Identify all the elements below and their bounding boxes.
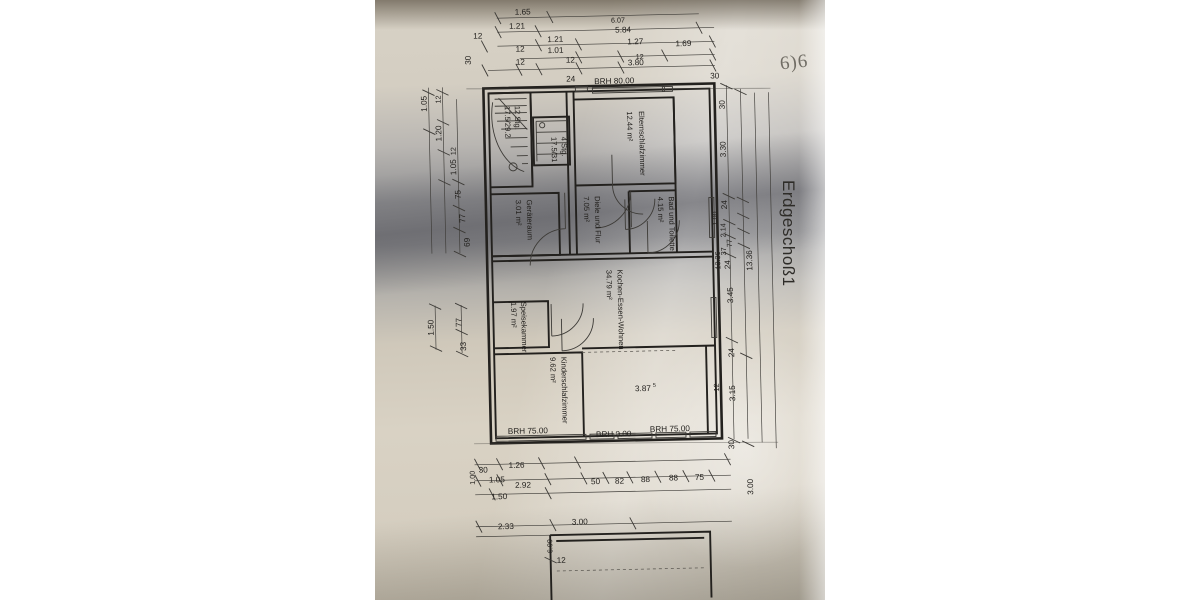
room-area-kinderschlafzimmer: 9.62 m² — [548, 357, 558, 383]
plan-title: Erdgeschoß1 — [779, 180, 798, 287]
stair-label-12-stg: 12 Stg. — [513, 106, 523, 130]
interior-note-superscript: 5 — [653, 383, 656, 389]
stair-label-4-stg: 4 Stg. — [559, 137, 568, 157]
room-area-kochen-essen-wohnen: 34.79 m² — [604, 270, 614, 301]
dim-top-1-27: 1.27 — [627, 37, 644, 46]
stair-spec-4-stg: 17.5/31 — [549, 137, 559, 163]
dim-right-3-00: 3.00 — [746, 478, 755, 495]
room-label-diele-und-flur: Diele und Flur — [593, 196, 603, 244]
dim-top-12a: 12 — [473, 31, 483, 40]
dim-top-12b: 12 — [515, 45, 525, 54]
dim-left-1-50: 1.50 — [426, 319, 435, 336]
dim-right-77: 77 — [725, 239, 734, 247]
stair-spec-12-stg: 17.5/29.2 — [503, 106, 513, 138]
dim-top-30: 30 — [464, 55, 473, 65]
dim-right-12: 12 — [712, 383, 721, 391]
brh-note-bottom-left: BRH 75.00 — [508, 426, 549, 436]
dim-top-1-69: 1.69 — [675, 39, 692, 48]
dim-right-1-00: 1.00 — [710, 211, 719, 225]
room-area-elternschlafzimmer: 12.44 m² — [625, 111, 635, 142]
dim-bottom-1-00: 1.00 — [468, 471, 477, 485]
room-label-bad-und-toilette: Bad und Toilette — [667, 196, 677, 251]
dim-bottom-30: 30 — [479, 465, 489, 474]
dim-bottom-82: 82 — [615, 477, 625, 486]
dim-bottom-1-26: 1.26 — [508, 461, 525, 470]
handwritten-note: 6)6 — [778, 50, 810, 75]
dim-bottom-1-05: 1.05 — [489, 475, 506, 484]
dim-right-total-13-36: 13.36 — [745, 250, 754, 271]
room-label-kochen-essen-wohnen: Kochen-Essen-Wohnen — [615, 269, 626, 349]
dim-top-12d: 12 — [566, 55, 576, 64]
room-area-bad-und-toilette: 4.15 m² — [656, 197, 666, 223]
room-label-elternschlafzimmer: Elternschlafzimmer — [637, 111, 647, 176]
dim-top-12e: 12 — [636, 52, 644, 61]
dim-top-3-80: 3.80 — [628, 58, 645, 67]
dim-bottom-75: 75 — [695, 473, 705, 482]
dim-right-24c: 24 — [727, 347, 736, 357]
dim-right-13-36a: 13.36 — [713, 251, 722, 269]
floor-plan-photo: .w{fill:none;stroke:#23211e;stroke-width… — [375, 0, 825, 600]
dim-bottom-12: 12 — [557, 556, 567, 565]
dim-right-3-45: 3.45 — [726, 287, 735, 304]
paper-surface — [375, 0, 825, 600]
dim-top-1-65: 1.65 — [515, 7, 532, 16]
dim-top-24: 24 — [566, 74, 576, 83]
interior-note-387: 3.87 — [635, 384, 652, 393]
room-area-diele-und-flur: 7.05 m² — [582, 196, 592, 222]
dim-right-3-15: 3.15 — [728, 385, 737, 402]
paper-glare — [635, 330, 825, 570]
dim-left-77: 77 — [458, 213, 467, 223]
dim-left-69: 69 — [463, 237, 472, 247]
dim-top-30b: 30 — [710, 71, 720, 80]
floor-plan-drawing: .w{fill:none;stroke:#23211e;stroke-width… — [375, 0, 825, 600]
dim-right-30: 30 — [718, 100, 727, 110]
dim-left-1-20: 1.20 — [434, 125, 443, 142]
brh-note-bottom-right: BRH 75.00 — [650, 424, 691, 434]
room-area-geraeteraum: 3.01 m² — [514, 200, 524, 226]
dim-left-12b: 12 — [449, 147, 458, 155]
dim-left-77b: 77 — [454, 317, 463, 327]
brh-note-bottom-mid: BRH 0.00 — [596, 429, 632, 439]
room-label-kinderschlafzimmer: Kinderschlafzimmer — [559, 357, 569, 424]
dim-bottom-88a: 88 — [641, 475, 651, 484]
dim-top-1-21b: 1.21 — [547, 35, 564, 44]
dim-bottom-1-50: 1.50 — [491, 492, 508, 501]
dim-left-1-05b: 1.05 — [449, 159, 458, 176]
dim-right-24a: 24 — [720, 200, 729, 210]
dim-bottom-2-92: 2.92 — [515, 481, 532, 490]
dim-right-30b: 30 — [727, 440, 736, 450]
shadow-top — [375, 0, 825, 30]
dim-top-1-21a: 1.21 — [509, 22, 526, 31]
dim-right-37: 37 — [719, 247, 728, 255]
dim-left-33: 33 — [459, 341, 468, 351]
brh-note-top: BRH 80.00 — [594, 76, 635, 86]
dim-top-1-01: 1.01 — [547, 46, 564, 55]
dim-bottom-50: 50 — [591, 477, 601, 486]
dim-left-12a: 12 — [434, 95, 443, 103]
dim-bottom-2-33: 2.33 — [498, 522, 515, 531]
dim-top-5-84: 5.84 — [615, 25, 632, 34]
dim-top-6-07: 6.07 — [611, 15, 625, 24]
room-area-speisekammer: 1.97 m² — [509, 302, 519, 328]
room-label-geraeteraum: Geräteraum — [525, 199, 535, 240]
dim-right-24b: 24 — [723, 260, 732, 270]
dim-right-3-30: 3.30 — [719, 141, 728, 158]
dim-left-1-05a: 1.05 — [419, 95, 428, 112]
paper-edge-right — [799, 0, 825, 600]
dim-left-75: 75 — [454, 189, 463, 199]
dim-top-12c: 12 — [516, 58, 526, 67]
room-label-speisekammer: Speisekammer — [519, 302, 529, 353]
dim-bottom-3-00: 3.00 — [572, 517, 589, 526]
dim-right-2-14: 2.14 — [718, 223, 727, 237]
dim-bottom-88b: 88 — [669, 473, 679, 482]
